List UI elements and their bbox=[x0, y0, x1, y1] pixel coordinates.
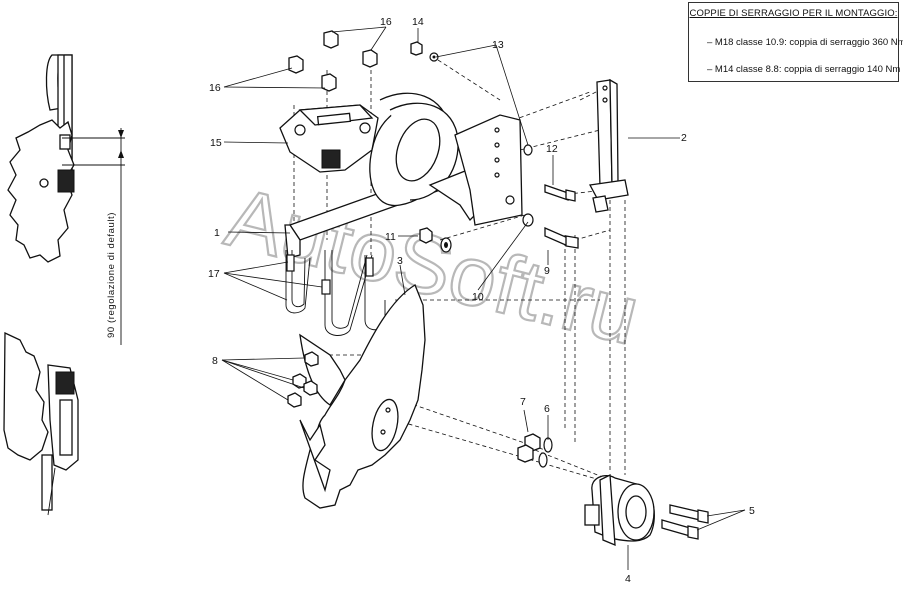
leader-lines bbox=[221, 26, 746, 570]
callout-3: 3 bbox=[397, 255, 403, 267]
callout-14: 14 bbox=[412, 16, 424, 28]
part-11-10-nut-washer bbox=[419, 144, 534, 253]
watermark: AutoSoft.ru bbox=[218, 169, 649, 362]
part-8-bolts bbox=[287, 351, 319, 408]
part-7-6-nuts-washers bbox=[517, 433, 553, 468]
part-3-disc bbox=[299, 284, 426, 509]
part-5-bolts bbox=[661, 504, 709, 540]
callout-12: 12 bbox=[546, 143, 558, 155]
callout-4: 4 bbox=[625, 573, 631, 585]
torque-line-m18: – M18 classe 10.9: coppia di serraggio 3… bbox=[707, 37, 903, 48]
part-3-spring-frame bbox=[284, 92, 523, 259]
dimension-90: 90 (regolazione di default) bbox=[106, 128, 124, 345]
torque-title: COPPIE DI SERRAGGIO PER IL MONTAGGIO: bbox=[689, 8, 898, 19]
torque-line-m14: – M14 classe 8.8: coppia di serraggio 14… bbox=[707, 64, 901, 75]
torque-specification-box: COPPIE DI SERRAGGIO PER IL MONTAGGIO: – … bbox=[688, 2, 903, 82]
callout-15: 15 bbox=[210, 137, 222, 149]
side-view-disc-alternate bbox=[3, 331, 79, 516]
part-16-nuts bbox=[288, 30, 378, 92]
callout-6: 6 bbox=[544, 403, 550, 415]
part-4-hub bbox=[584, 473, 655, 547]
callout-1: 1 bbox=[214, 227, 220, 239]
callout-13: 13 bbox=[492, 39, 504, 51]
callout-17: 17 bbox=[208, 268, 220, 280]
side-view-disc-default bbox=[7, 54, 125, 263]
callout-16-top: 16 bbox=[380, 16, 392, 28]
callout-9: 9 bbox=[544, 265, 550, 277]
callout-5: 5 bbox=[749, 505, 755, 517]
dimension-label: 90 (regolazione di default) bbox=[106, 212, 117, 338]
part-2-shank bbox=[588, 78, 629, 213]
part-15-clamp-plate bbox=[279, 104, 379, 173]
callout-10: 10 bbox=[472, 291, 484, 303]
callout-11: 11 bbox=[385, 231, 396, 243]
callout-7: 7 bbox=[520, 396, 526, 408]
callout-2: 2 bbox=[681, 132, 687, 144]
callout-labels: 1 2 3 4 5 6 7 8 9 10 11 12 13 14 15 16 1… bbox=[208, 16, 755, 585]
part-12-9-bolts bbox=[544, 184, 579, 249]
callout-8: 8 bbox=[212, 355, 218, 367]
callout-16-left: 16 bbox=[209, 82, 221, 94]
part-14-13-nut-washer bbox=[410, 41, 439, 62]
